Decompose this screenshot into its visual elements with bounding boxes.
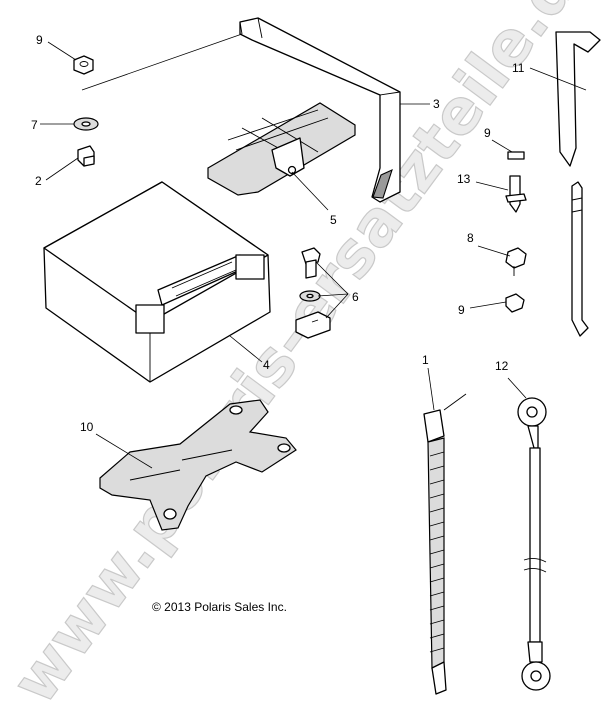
callout-7: 7 bbox=[31, 118, 38, 132]
callout-8: 8 bbox=[467, 231, 474, 245]
battery-hold-down-strap-icon bbox=[239, 17, 401, 203]
callout-11: 11 bbox=[512, 61, 525, 75]
callout-2: 2 bbox=[35, 174, 42, 188]
bolt-washer-nut-icon bbox=[295, 247, 331, 339]
battery-icon bbox=[43, 181, 271, 383]
callout-1: 1 bbox=[422, 353, 429, 367]
bolt-icon bbox=[77, 145, 95, 167]
battery-cable-icon bbox=[517, 397, 551, 691]
leader-lines bbox=[40, 33, 587, 469]
bolt-icon bbox=[505, 175, 527, 213]
nut-icon bbox=[505, 247, 527, 276]
nut-icon bbox=[505, 293, 525, 313]
nut-icon bbox=[73, 55, 94, 75]
battery-cover-icon bbox=[207, 102, 356, 196]
callout-13: 13 bbox=[457, 172, 471, 186]
copyright-text: © 2013 Polaris Sales Inc. bbox=[152, 600, 287, 614]
nut-icon bbox=[507, 151, 525, 160]
callout-9: 9 bbox=[484, 126, 491, 140]
callout-5: 5 bbox=[330, 213, 337, 227]
vent-tube-icon bbox=[555, 31, 601, 337]
callout-4: 4 bbox=[263, 358, 270, 372]
callout-6: 6 bbox=[352, 290, 359, 304]
battery-tray-icon bbox=[99, 399, 297, 531]
callout-9: 9 bbox=[36, 33, 43, 47]
cable-tie-strap-icon bbox=[423, 393, 467, 695]
callout-9: 9 bbox=[458, 303, 465, 317]
callout-12: 12 bbox=[495, 359, 509, 373]
callout-10: 10 bbox=[80, 420, 94, 434]
callout-3: 3 bbox=[433, 97, 440, 111]
washer-icon bbox=[73, 117, 99, 131]
